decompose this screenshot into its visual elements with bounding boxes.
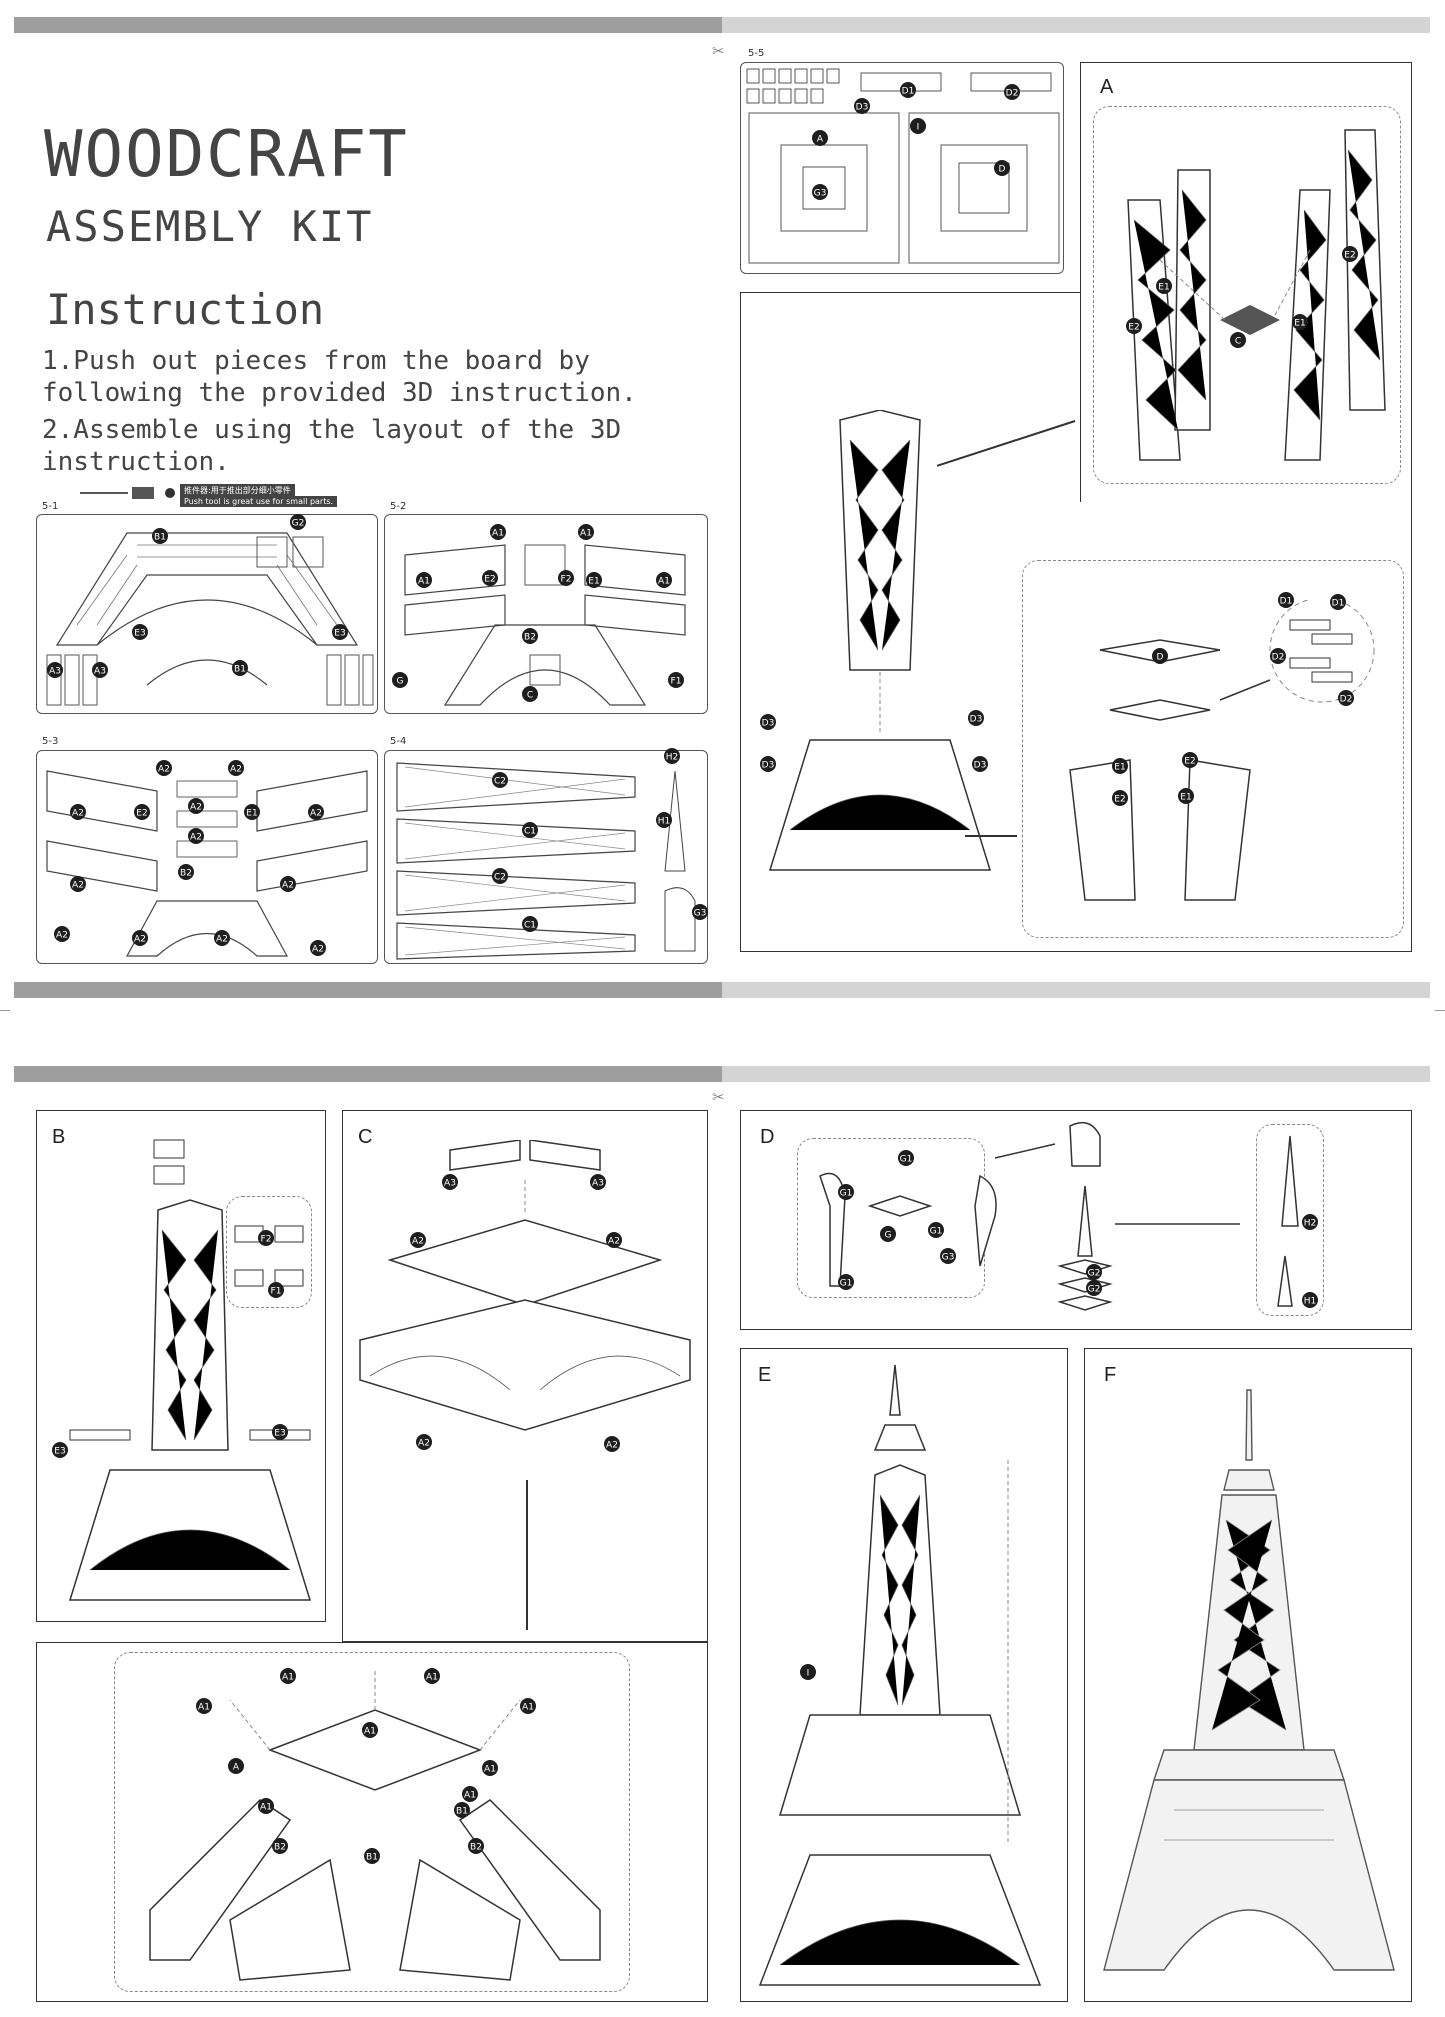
- panel-a-top-assembly-group: [1022, 560, 1404, 938]
- panel-c-base-illustration: [149, 1670, 601, 1981]
- push-tool-tip-cn: 推件器:用于推出部分细小零件: [180, 484, 295, 497]
- instruction-step-1: 1.Push out pieces from the board by foll…: [42, 346, 637, 408]
- board-5-5: [740, 62, 1064, 274]
- board-5-5-label: 5-5: [748, 48, 765, 59]
- panel-b-label: B: [52, 1126, 66, 1148]
- board-5-3-pieces: [46, 770, 368, 957]
- panel-e-illustration: [758, 1364, 1042, 1986]
- panel-d-h-group: [1256, 1124, 1324, 1316]
- instruction-heading: Instruction: [46, 285, 325, 334]
- top-footer-bar: [14, 982, 1430, 998]
- top-header-bar: [14, 17, 1430, 33]
- board-5-2-pieces: [404, 544, 686, 706]
- push-tool-tip-en: Push tool is great use for small parts.: [180, 496, 338, 507]
- panel-d-illustration: [819, 1121, 1299, 1311]
- panel-c-top-illustration: [359, 1140, 691, 1431]
- board-5-1-label: 5-1: [42, 501, 59, 512]
- panel-b-parts-group: [226, 1196, 312, 1308]
- board-5-1-pieces: [46, 532, 374, 706]
- brand-title: WOODCRAFT: [44, 118, 409, 192]
- crop-mark-right: [1435, 1010, 1445, 1011]
- bottom-header-bar: [14, 1066, 1430, 1082]
- panel-e-label: E: [758, 1364, 772, 1386]
- scissors-icon: ✂: [712, 1088, 725, 1106]
- push-tool-illustration: [80, 487, 175, 499]
- board-5-4-pieces: [396, 762, 696, 960]
- board-5-2: [384, 514, 708, 714]
- panel-f-final-tower-illustration: [1103, 1389, 1395, 1971]
- panel-c-base-group: [114, 1652, 630, 1992]
- board-5-4-label: 5-4: [390, 736, 407, 747]
- scissors-icon: ✂: [712, 42, 725, 60]
- board-5-3: [36, 750, 378, 964]
- brand-subtitle: ASSEMBLY KIT: [46, 202, 374, 251]
- instruction-step-2: 2.Assemble using the layout of the 3D in…: [42, 415, 622, 477]
- panel-a-tower-illustration: [768, 410, 992, 871]
- board-5-4: [384, 750, 708, 964]
- panel-f-label: F: [1104, 1364, 1117, 1386]
- board-5-1: [36, 514, 378, 714]
- board-5-5-pieces: [746, 68, 1060, 264]
- panel-a-legs-illustration: [1127, 129, 1386, 461]
- panel-d-label: D: [760, 1126, 775, 1148]
- board-5-2-label: 5-2: [390, 501, 407, 512]
- panel-a-top-assembly-illustration: [1069, 600, 1375, 901]
- panel-a-legs-group: [1093, 106, 1401, 484]
- panel-c-label: C: [358, 1126, 373, 1148]
- panel-b-tower-illustration: [68, 1139, 312, 1601]
- board-5-3-label: 5-3: [42, 736, 59, 747]
- arrow-to-base: [965, 835, 1017, 837]
- panel-a-label: A: [1100, 76, 1114, 98]
- arrow-up-to-top: [526, 1480, 528, 1630]
- crop-mark-left: [0, 1010, 10, 1011]
